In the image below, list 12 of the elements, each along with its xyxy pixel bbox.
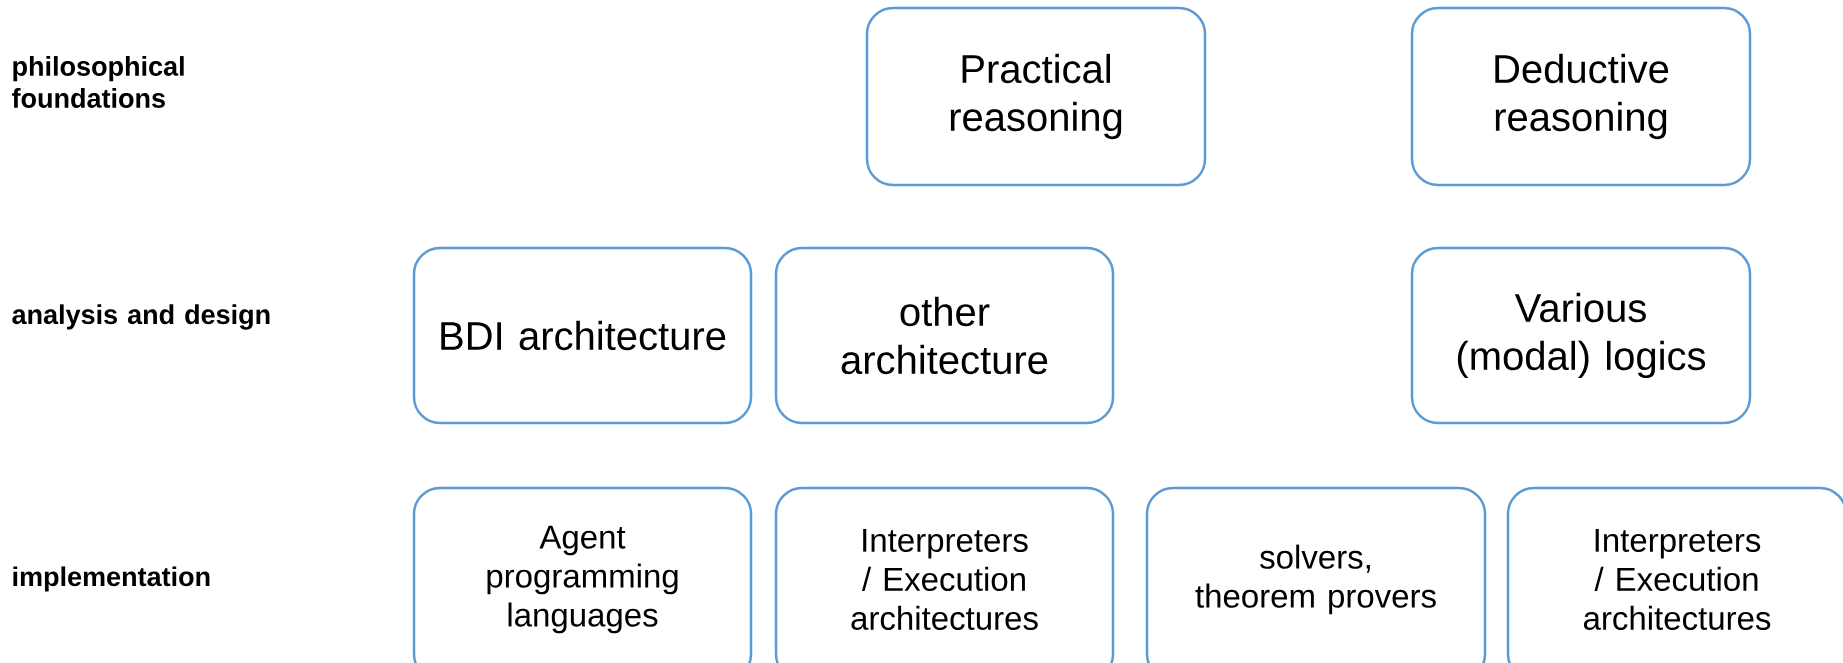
text-box: Deductive reasoning xyxy=(1410,6,1752,187)
text-box: Various (modal) logics xyxy=(1410,246,1752,425)
text-box: solvers, theorem provers xyxy=(1145,486,1487,663)
text-box: Practical reasoning xyxy=(865,6,1207,187)
text-box: Agent programming languages xyxy=(412,486,753,663)
row-label: implementation xyxy=(13,566,210,592)
row-label: analysis and design xyxy=(12,304,270,330)
text-box: Interpreters / Execution architectures xyxy=(774,486,1115,663)
row-label: philosophical foundations xyxy=(12,56,184,108)
text-box: BDI architecture xyxy=(412,246,753,425)
text-box: other architecture xyxy=(774,246,1115,425)
text-box: Interpreters / Execution architectures xyxy=(1506,486,1843,663)
